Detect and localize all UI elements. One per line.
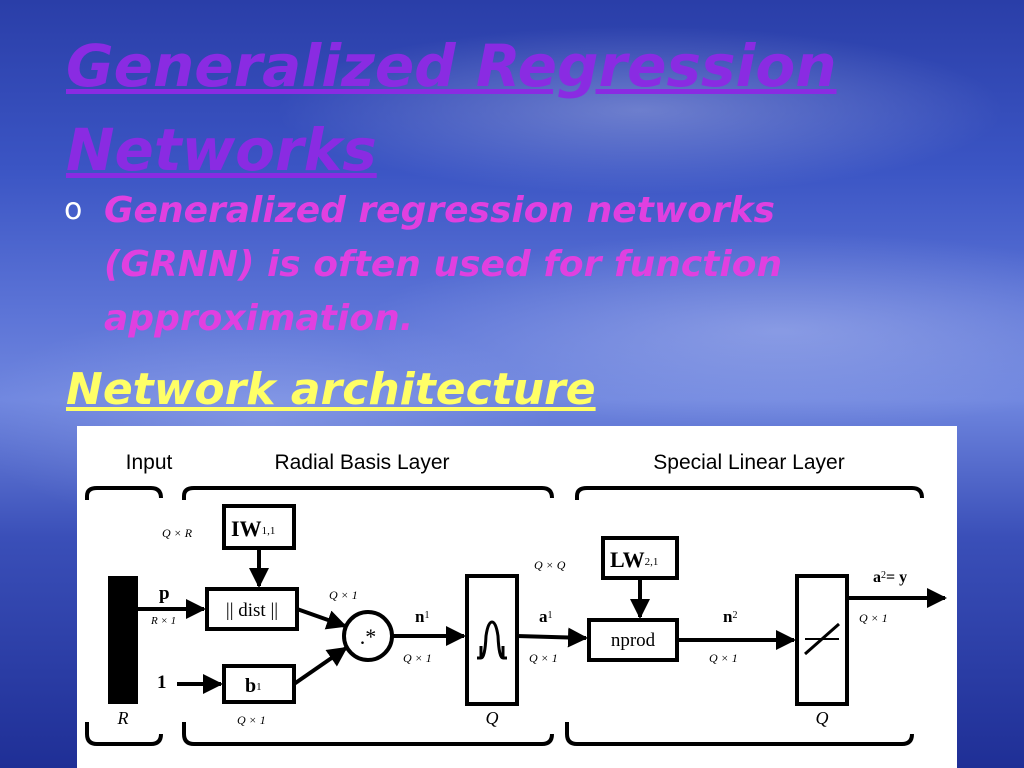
iw-label: IW1,1 <box>231 516 275 541</box>
linear-layer-label: Special Linear Layer <box>653 451 844 474</box>
a2-dim-label: Q × 1 <box>859 611 888 625</box>
iw-weight-box <box>222 504 296 550</box>
n2-label: n2 <box>723 607 737 626</box>
section-subheading: Network architecture <box>66 364 596 415</box>
slide-title: Generalized Regression Networks <box>66 32 837 184</box>
nprod-label: nprod <box>611 630 656 651</box>
p-label: p <box>159 583 170 604</box>
n1-dim-label: Q × 1 <box>403 651 432 665</box>
radbas-curve-icon <box>477 620 507 660</box>
bias-dim-label: Q × 1 <box>237 713 266 727</box>
input-vector-bar <box>108 576 138 704</box>
network-architecture-diagram: Input Radial Basis Layer Special Linear … <box>77 426 957 768</box>
input-section-label: Input <box>126 451 173 474</box>
connector-arrows <box>138 548 947 694</box>
diagram-svg: Input Radial Basis Layer Special Linear … <box>85 451 947 746</box>
input-size-label: R <box>117 708 129 728</box>
n2-dim-label: Q × 1 <box>709 651 738 665</box>
purelin-size-label: Q <box>816 708 829 728</box>
lw-label: LW2,1 <box>610 547 658 572</box>
radial-layer-label: Radial Basis Layer <box>274 451 449 474</box>
dist-out-dim-label: Q × 1 <box>329 588 358 602</box>
multiply-label: .* <box>360 624 377 649</box>
lw-dim-label: Q × Q <box>534 558 566 572</box>
a1-dim-label: Q × 1 <box>529 651 558 665</box>
radbas-transfer-box <box>465 574 519 706</box>
p-dim-label: R × 1 <box>150 615 176 627</box>
a1-label: a1 <box>539 607 553 626</box>
dist-box <box>205 587 299 631</box>
bullet-marker: o <box>64 192 83 227</box>
one-input-label: 1 <box>157 672 167 693</box>
n1-label: n1 <box>415 607 429 626</box>
iw-dim-label: Q × R <box>162 526 193 540</box>
dist-label: || dist || <box>226 600 278 621</box>
radbas-size-label: Q <box>486 708 499 728</box>
a2-label: a2= y <box>873 569 907 586</box>
top-braces <box>85 486 924 746</box>
bullet-text: Generalized regression networks (GRNN) i… <box>104 190 783 339</box>
bias-label: b1 <box>245 675 262 697</box>
